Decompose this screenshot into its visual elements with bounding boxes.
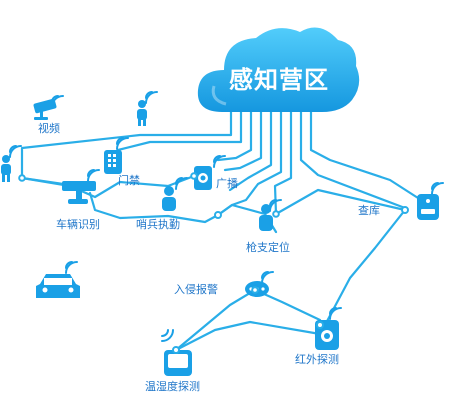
label-vehicle-id: 车辆识别 — [56, 219, 100, 231]
wifi-signal-icon — [116, 137, 129, 150]
person-icon — [1, 155, 11, 182]
label-broadcast: 广播 — [216, 178, 238, 190]
wifi-signal-icon — [175, 177, 188, 190]
wifi-signal-icon — [261, 271, 274, 284]
wifi-signal-icon — [213, 155, 226, 168]
wifi-signal-icon — [329, 307, 342, 320]
cloud-icon — [197, 27, 360, 112]
label-temp-humid: 温湿度探测 — [145, 381, 200, 393]
wifi-signal-icon — [9, 145, 22, 158]
label-intrusion-alarm: 入侵报警 — [174, 284, 218, 296]
wifi-signal-icon — [145, 91, 158, 104]
label-video: 视频 — [38, 123, 60, 135]
speaker-icon — [194, 166, 212, 190]
door-access-icon — [104, 150, 122, 174]
label-sentry: 哨兵执勤 — [136, 219, 180, 231]
label-gun-locate: 枪支定位 — [246, 242, 290, 254]
camera-icon — [33, 98, 57, 120]
wifi-signal-icon — [161, 329, 174, 342]
store-check-device-icon — [417, 194, 439, 220]
sentry-icon — [162, 186, 176, 211]
junction-dots — [18, 172, 409, 354]
person-icon — [137, 100, 147, 126]
label-infrared: 红外探测 — [295, 354, 339, 366]
label-door-access: 门禁 — [118, 175, 140, 187]
connection-lines — [20, 110, 420, 352]
car-icon — [36, 274, 80, 298]
vehicle-camera-icon — [62, 181, 96, 204]
cloud-title: 感知营区 — [229, 67, 329, 94]
label-check-store: 查库 — [358, 205, 380, 217]
wifi-signal-icon — [431, 182, 444, 195]
thermo-hygrometer-icon — [164, 350, 192, 376]
wifi-signal-icon — [65, 261, 78, 274]
wifi-signal-icon — [87, 169, 100, 182]
soldier-icon — [259, 204, 273, 231]
